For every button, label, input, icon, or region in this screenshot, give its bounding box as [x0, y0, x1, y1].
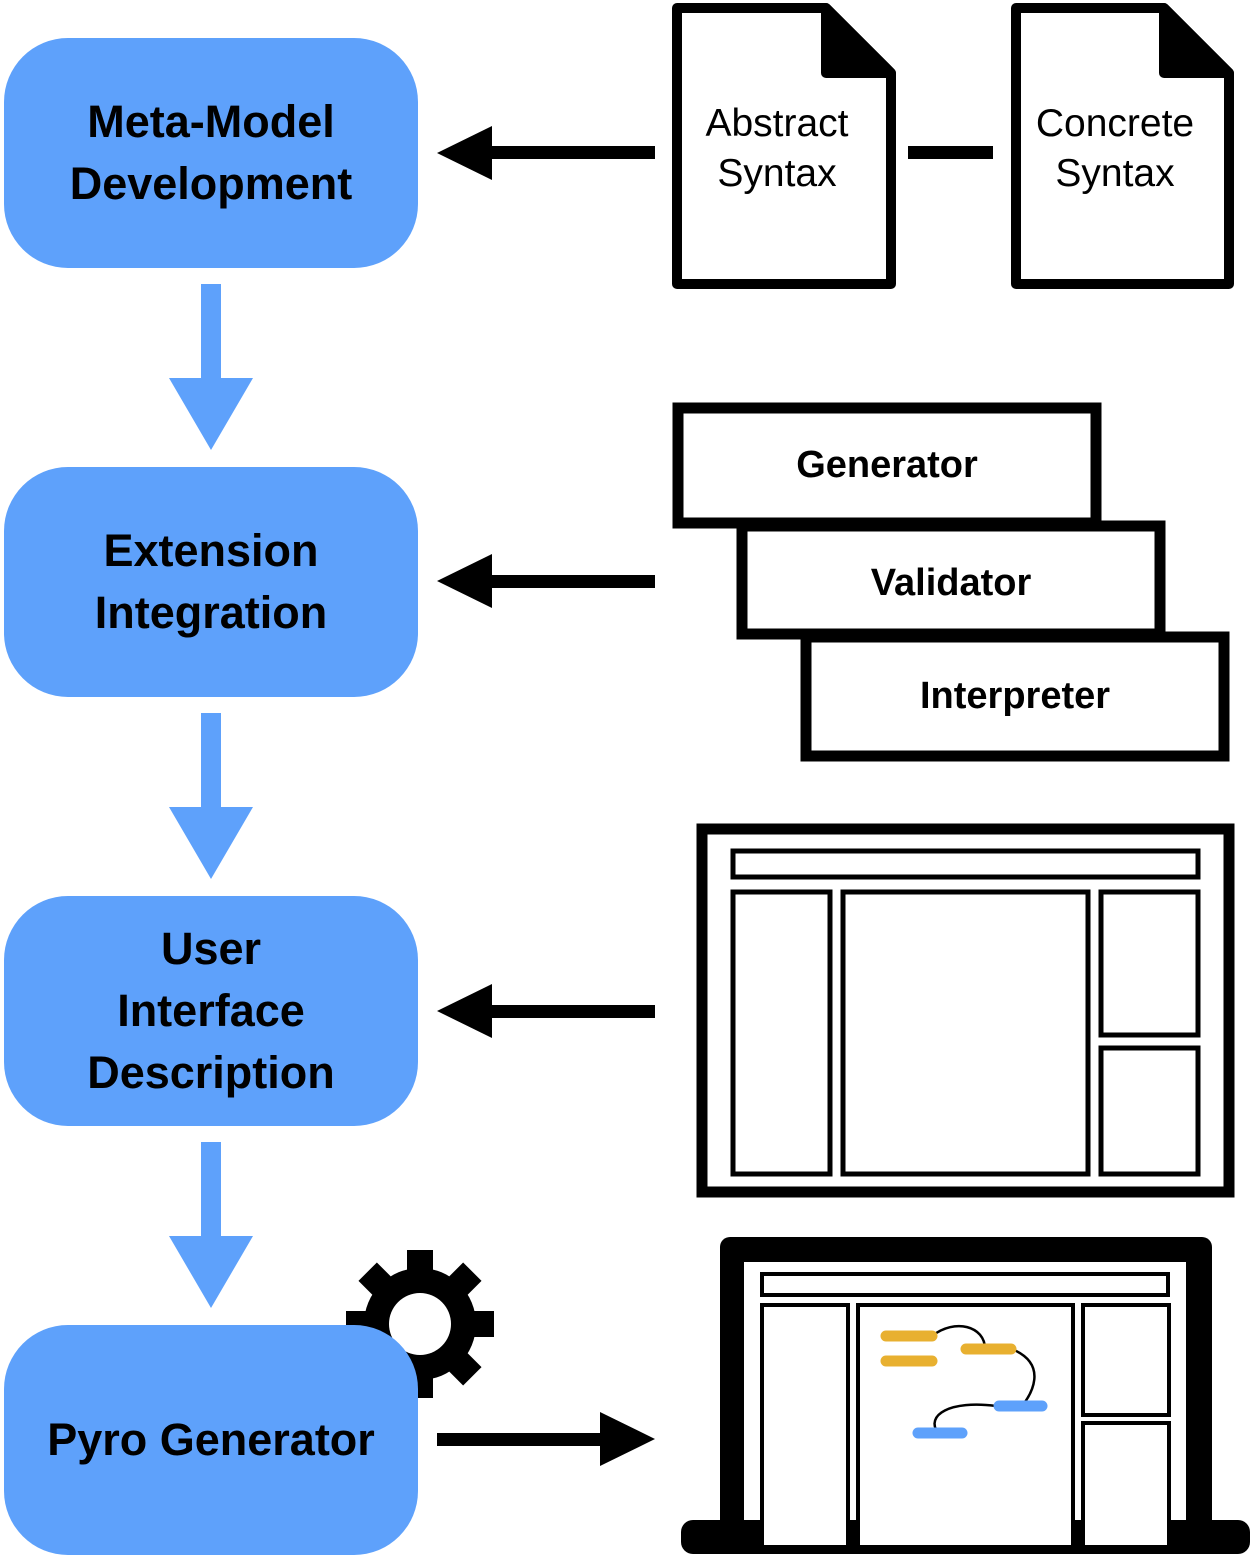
extension-label-validator: Validator: [870, 562, 1032, 604]
step-label-line: Meta-Model: [87, 96, 335, 147]
step-pyro-generator: Pyro Generator: [4, 1325, 418, 1555]
input-arrow-extensions: [437, 554, 655, 608]
output-arrow-app: [437, 1412, 655, 1466]
document-icon: [1011, 3, 1234, 289]
input-arrow-syntax: [437, 126, 655, 180]
doc-label-line: Syntax: [1055, 152, 1175, 195]
step-user-interface-description: User Interface Description: [4, 896, 418, 1126]
input-arrow-ui: [437, 984, 655, 1038]
step-label-line: Integration: [94, 587, 328, 638]
flow-arrow-2: [169, 713, 253, 879]
doc-label-line: Concrete: [1035, 102, 1195, 145]
ui-layout-icon: [696, 823, 1235, 1198]
flow-arrow-3: [169, 1142, 253, 1308]
doc-label-line: Syntax: [717, 152, 837, 195]
step-label-line: Extension: [103, 525, 319, 576]
extension-box-generator: [672, 402, 1102, 529]
step-label-line: Description: [87, 1047, 335, 1098]
flow-arrow-1: [169, 284, 253, 450]
extension-box-interpreter: [800, 631, 1230, 762]
step-label-line: Development: [69, 158, 353, 209]
concrete-syntax-label: Concrete Syntax: [1020, 99, 1210, 199]
abstract-syntax-label: Abstract Syntax: [682, 99, 872, 199]
doc-label-line: Abstract: [705, 102, 849, 145]
extension-label-interpreter: Interpreter: [919, 675, 1111, 717]
step-extension-integration: Extension Integration: [4, 467, 418, 697]
laptop-icon: [681, 1237, 1250, 1554]
extension-label-generator: Generator: [796, 444, 978, 486]
step-meta-model-development: Meta-Model Development: [4, 38, 418, 268]
document-icon: [672, 3, 896, 289]
step-label-line: Interface: [117, 985, 305, 1036]
step-label-line: Pyro Generator: [47, 1414, 375, 1465]
step-label-line: User: [160, 923, 262, 974]
syntax-connector: [908, 146, 993, 159]
